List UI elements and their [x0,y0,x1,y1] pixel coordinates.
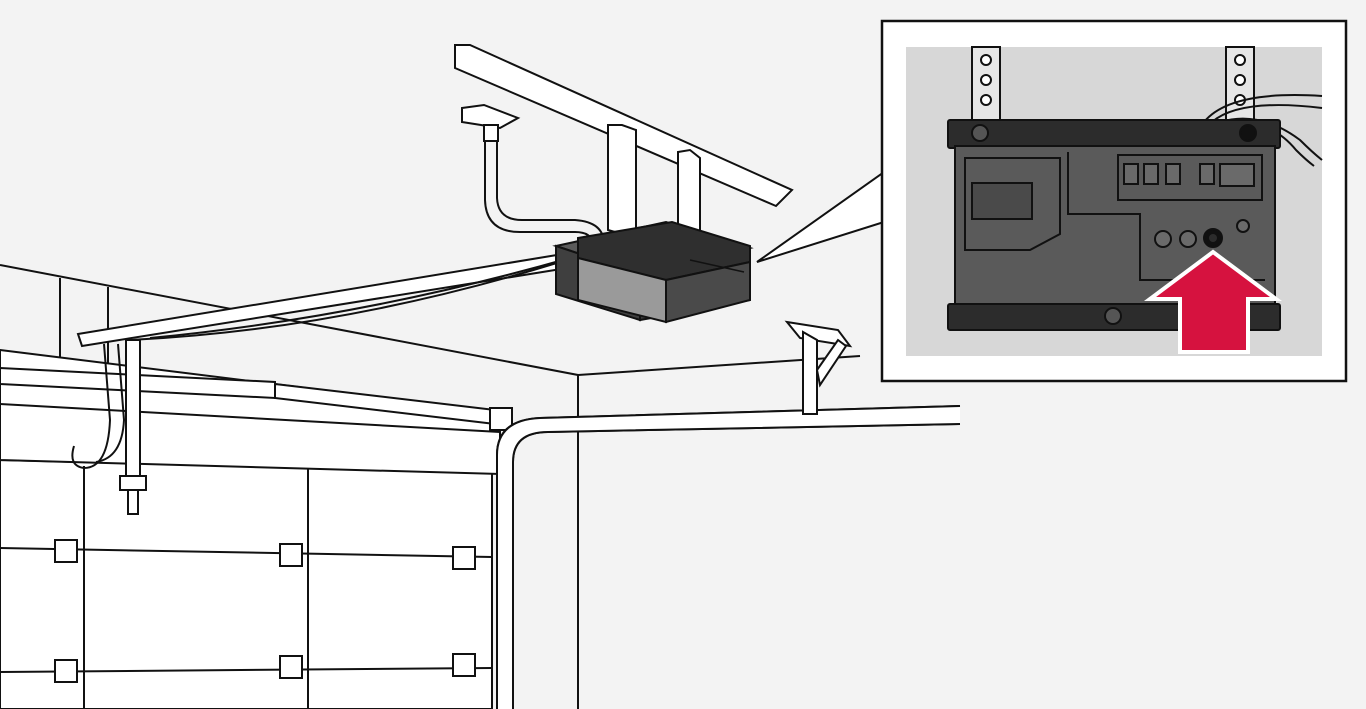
highlight-arrow [1143,249,1283,354]
panel-buttons [1123,163,1255,248]
indicator-led [1236,219,1250,233]
wires [1203,94,1323,167]
release-cord [71,339,147,515]
ceiling-mount-bracket [454,44,794,235]
dip-switch [1165,163,1181,185]
track-bracket [784,320,853,415]
dip-switch [1199,163,1215,185]
dip-switch [1143,163,1159,185]
door-arm [0,366,513,431]
magnified-control-panel [880,19,1348,383]
panel-button [1179,230,1197,248]
dip-switch [1123,163,1139,185]
door-panel-squares [54,539,476,683]
power-cord [461,103,605,245]
terminal-block [1219,163,1255,187]
mounting-straps [971,46,1255,124]
opener-motor-unit [552,220,754,324]
room-outline [0,264,861,709]
panel-button [1154,230,1172,248]
